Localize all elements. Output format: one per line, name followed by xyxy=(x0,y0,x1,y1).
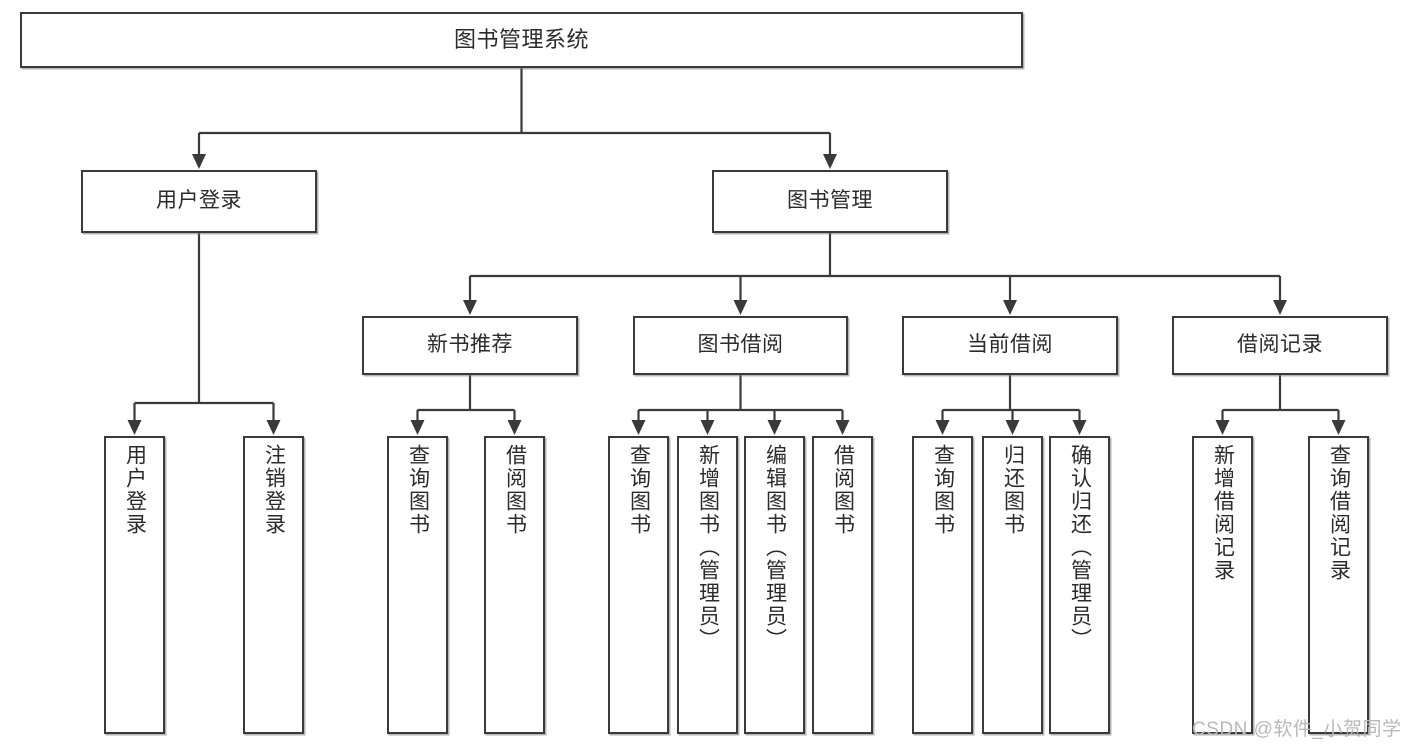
node-label: 查询图书 xyxy=(931,444,955,536)
node-label: 借阅记录 xyxy=(1237,333,1323,357)
node-label: 图书管理系统 xyxy=(453,27,589,53)
arrow-head-icon xyxy=(767,420,782,435)
arrow-head-icon xyxy=(1072,420,1087,435)
arrow-head-icon xyxy=(733,300,748,315)
node-label: 图书管理 xyxy=(787,189,873,213)
node-f11[interactable]: 确认归还（管理员） xyxy=(1049,436,1110,734)
node-f9[interactable]: 查询图书 xyxy=(912,436,973,734)
arrow-head-icon xyxy=(1331,420,1346,435)
node-label: 用户登录 xyxy=(123,444,147,536)
arrow-head-icon xyxy=(463,300,477,315)
node-label: 借阅图书 xyxy=(831,444,855,536)
node-l2b[interactable]: 图书借阅 xyxy=(633,316,848,375)
node-label: 归还图书 xyxy=(1001,444,1025,536)
node-root[interactable]: 图书管理系统 xyxy=(20,12,1023,68)
arrow-head-icon xyxy=(192,154,206,169)
arrow-head-icon xyxy=(823,154,837,169)
node-f12[interactable]: 新增借阅记录 xyxy=(1192,436,1253,734)
arrow-head-icon xyxy=(1215,420,1230,435)
node-f13[interactable]: 查询借阅记录 xyxy=(1308,436,1369,734)
arrow-head-icon xyxy=(507,420,522,435)
node-l2a[interactable]: 新书推荐 xyxy=(362,316,578,375)
node-label: 用户登录 xyxy=(156,189,242,213)
node-f10[interactable]: 归还图书 xyxy=(982,436,1043,734)
arrow-head-icon xyxy=(935,420,950,435)
node-label: 新书推荐 xyxy=(427,333,513,357)
arrow-head-icon xyxy=(835,420,850,435)
arrow-head-icon xyxy=(1003,300,1017,315)
arrow-head-icon xyxy=(127,420,142,435)
node-f3[interactable]: 查询图书 xyxy=(387,436,448,734)
node-label: 编辑图书（管理员） xyxy=(763,444,787,651)
csdn-watermark: CSDN @软件_小贺同学 xyxy=(1192,719,1402,740)
arrow-head-icon xyxy=(1005,420,1020,435)
node-label: 查询图书 xyxy=(627,444,651,536)
node-l2c[interactable]: 当前借阅 xyxy=(902,316,1118,375)
node-f6[interactable]: 新增图书（管理员） xyxy=(677,436,738,734)
arrow-head-icon xyxy=(700,420,715,435)
node-label: 查询借阅记录 xyxy=(1327,444,1351,582)
node-l1a[interactable]: 用户登录 xyxy=(81,170,317,233)
node-l1b[interactable]: 图书管理 xyxy=(712,170,948,233)
node-f8[interactable]: 借阅图书 xyxy=(812,436,873,734)
arrow-head-icon xyxy=(1273,300,1287,315)
node-label: 查询图书 xyxy=(406,444,430,536)
node-label: 新增图书（管理员） xyxy=(696,444,720,651)
arrow-head-icon xyxy=(410,420,425,435)
node-label: 注销登录 xyxy=(262,444,286,536)
node-label: 借阅图书 xyxy=(503,444,527,536)
node-label: 确认归还（管理员） xyxy=(1068,444,1092,651)
node-label: 图书借阅 xyxy=(697,333,784,357)
node-f2[interactable]: 注销登录 xyxy=(243,436,304,734)
node-f4[interactable]: 借阅图书 xyxy=(484,436,545,734)
node-f1[interactable]: 用户登录 xyxy=(104,436,165,734)
node-label: 当前借阅 xyxy=(967,333,1053,357)
arrow-head-icon xyxy=(631,420,646,435)
node-f5[interactable]: 查询图书 xyxy=(608,436,669,734)
arrow-head-icon xyxy=(266,420,281,435)
node-f7[interactable]: 编辑图书（管理员） xyxy=(744,436,805,734)
node-l2d[interactable]: 借阅记录 xyxy=(1172,316,1388,375)
node-label: 新增借阅记录 xyxy=(1211,444,1235,582)
